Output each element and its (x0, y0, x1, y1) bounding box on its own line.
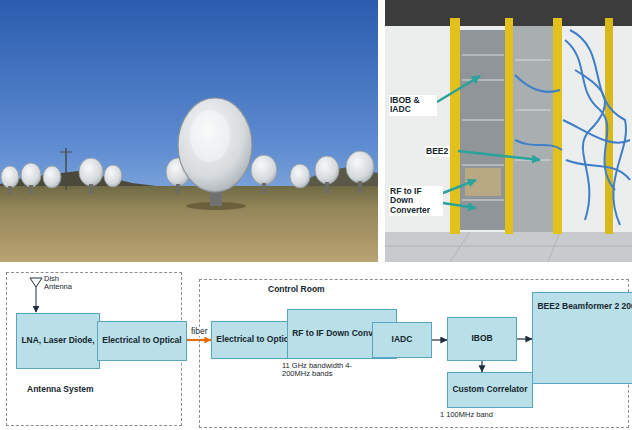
process-box: BEE2 Beamformer 2 200MHz bands (532, 292, 632, 384)
mount (29, 185, 33, 194)
mount (8, 186, 12, 194)
box-text: LNA, Laser Diode, (21, 336, 94, 346)
rack-panel (460, 30, 506, 230)
floor-tile (385, 246, 632, 247)
mount (325, 182, 329, 193)
dish (1, 166, 19, 188)
callout-label: RF to IF Down Converter (389, 186, 443, 216)
wall (385, 0, 632, 262)
dish (346, 151, 374, 183)
mount (358, 181, 362, 193)
callout-label: IBOB & IADC (389, 95, 437, 116)
mount (89, 184, 93, 194)
box-text: IADC (392, 335, 413, 345)
shelf (462, 55, 504, 56)
region-title: Control Room (268, 284, 325, 294)
cable (575, 70, 605, 220)
shelf (462, 165, 504, 166)
callout-arrow (443, 203, 476, 208)
dish (290, 164, 310, 188)
dish (43, 166, 61, 188)
cable (515, 140, 562, 150)
dish-array-photo (0, 0, 378, 262)
box-text: IBOB (471, 334, 492, 344)
region-title: Antenna System (27, 384, 94, 394)
callout-arrow (437, 76, 480, 102)
region-outline: Control RoomElectrical to OpticalRF to I… (199, 279, 629, 428)
antenna-feed (36, 287, 37, 312)
note-label: 11 GHz bandwidth 4-200MHz bands (282, 362, 368, 379)
region-outline: Antenna System LNA, Laser Diode, Electrica… (6, 272, 182, 426)
box-text: BEE2 Beamformer 2 200MHz bands (537, 302, 632, 312)
dish (315, 156, 339, 184)
callout-arrow (458, 151, 540, 160)
dish-highlight (190, 110, 230, 162)
shelf (462, 80, 504, 81)
dish (251, 155, 277, 185)
process-box: IADC (372, 322, 432, 358)
antenna-label: Dish Antenna (44, 275, 88, 292)
signal-arrow (432, 339, 447, 340)
box-text: Custom Correlator (452, 385, 527, 395)
dish (21, 163, 41, 187)
box-text: Electrical to Optical (102, 336, 181, 346)
ground (0, 186, 378, 262)
mount (176, 184, 180, 194)
box-text: Electrical to Optical (216, 335, 295, 345)
main-dish (178, 98, 252, 192)
signal-arrow (517, 338, 532, 339)
dish (79, 158, 103, 186)
rack-post (505, 18, 513, 234)
dish (104, 165, 122, 187)
process-box: Electrical to Optical (97, 321, 187, 361)
antenna-triangle (30, 278, 42, 287)
mount (262, 183, 266, 194)
shelf (515, 110, 551, 111)
cables (515, 30, 630, 225)
callout-label: BEE2 (425, 146, 449, 157)
shelf (462, 120, 504, 121)
process-box: LNA, Laser Diode, (16, 313, 100, 369)
dish-mounts (8, 181, 362, 194)
antenna-symbol (30, 278, 42, 312)
sky (0, 0, 378, 262)
cable (515, 75, 560, 92)
cable (566, 160, 630, 180)
shelf (515, 60, 551, 61)
rack-post (553, 18, 562, 234)
rack-post (450, 18, 460, 234)
process-box: Custom Correlator (447, 372, 533, 408)
callout-arrows (437, 76, 540, 208)
note-label: 1 100MHz band (440, 411, 530, 419)
floor (385, 232, 632, 262)
cable (563, 120, 630, 143)
floor-tile (450, 232, 470, 262)
floor-tile (548, 232, 560, 262)
rack-photo (385, 0, 632, 262)
process-box: IBOB (447, 317, 517, 361)
edge-label: fiber (190, 327, 209, 336)
pole (60, 152, 72, 153)
rack-panel (513, 26, 553, 232)
rack-post (605, 18, 613, 234)
signal-arrow (481, 361, 482, 372)
shelf (462, 200, 504, 201)
pole (65, 148, 67, 190)
callout-arrow (443, 180, 476, 193)
